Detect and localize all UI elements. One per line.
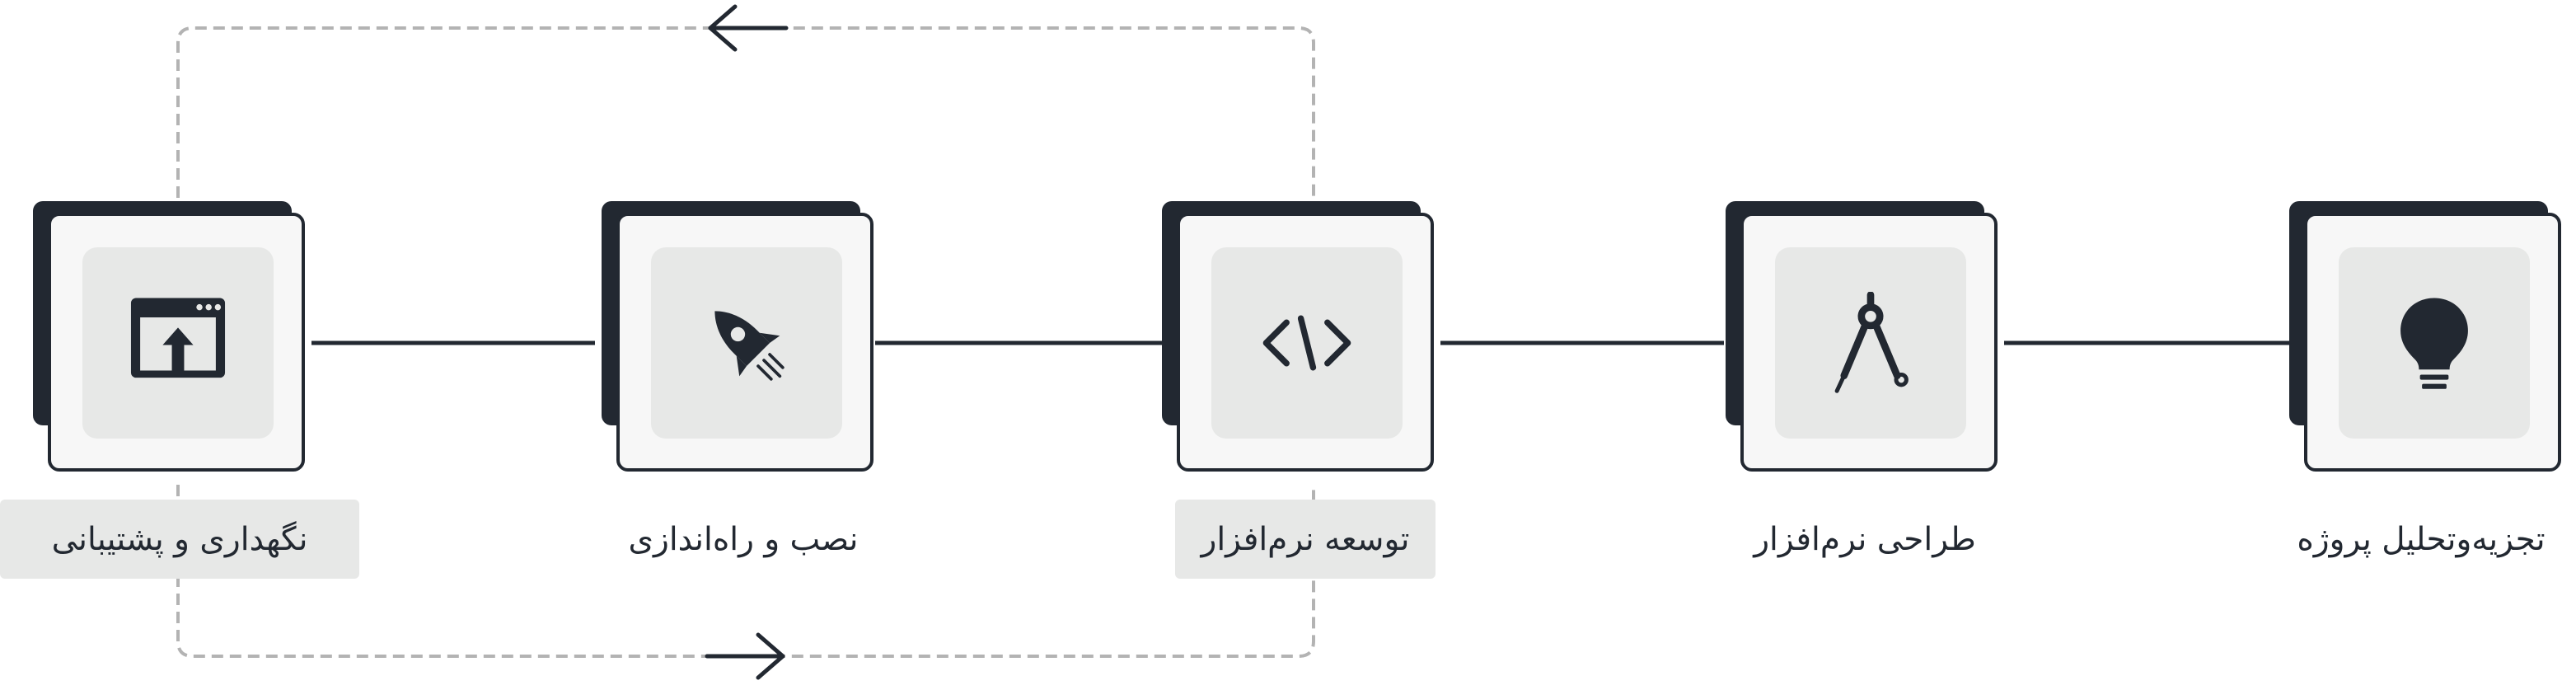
step-card	[616, 213, 873, 472]
step-design	[1726, 201, 2006, 478]
icon-tile	[1211, 247, 1403, 439]
step-card	[2304, 213, 2561, 472]
drafting-compass-icon	[1834, 292, 1909, 393]
dashed-loop	[176, 4, 1315, 680]
code-icon	[1262, 315, 1351, 371]
deploy-window-icon	[130, 298, 226, 378]
loop-top-path	[176, 26, 1315, 198]
rocket-icon	[714, 311, 785, 381]
step-label-deployment: نصب و راه‌اندازی	[628, 520, 859, 558]
step-deployment	[602, 201, 882, 478]
step-card	[48, 213, 305, 472]
step-label-design: طراحی نرم‌افزار	[1754, 520, 1976, 558]
step-label-analysis: تجزیه‌وتحلیل پروژه	[2297, 520, 2546, 558]
step-card	[1740, 213, 1998, 472]
step-label-maintenance: نگهداری و پشتیبانی	[0, 500, 359, 579]
icon-tile	[651, 247, 842, 439]
step-development	[1162, 201, 1442, 478]
icon-tile	[82, 247, 274, 439]
lightbulb-icon	[2400, 298, 2468, 389]
step-card	[1177, 213, 1434, 472]
step-maintenance	[33, 201, 313, 478]
icon-tile	[2339, 247, 2530, 439]
loop-top-arrow-icon	[708, 4, 789, 52]
loop-bottom-arrow-icon	[705, 632, 785, 680]
step-label-development: توسعه نرم‌افزار	[1175, 500, 1436, 579]
icon-tile	[1775, 247, 1966, 439]
step-analysis	[2289, 201, 2569, 478]
